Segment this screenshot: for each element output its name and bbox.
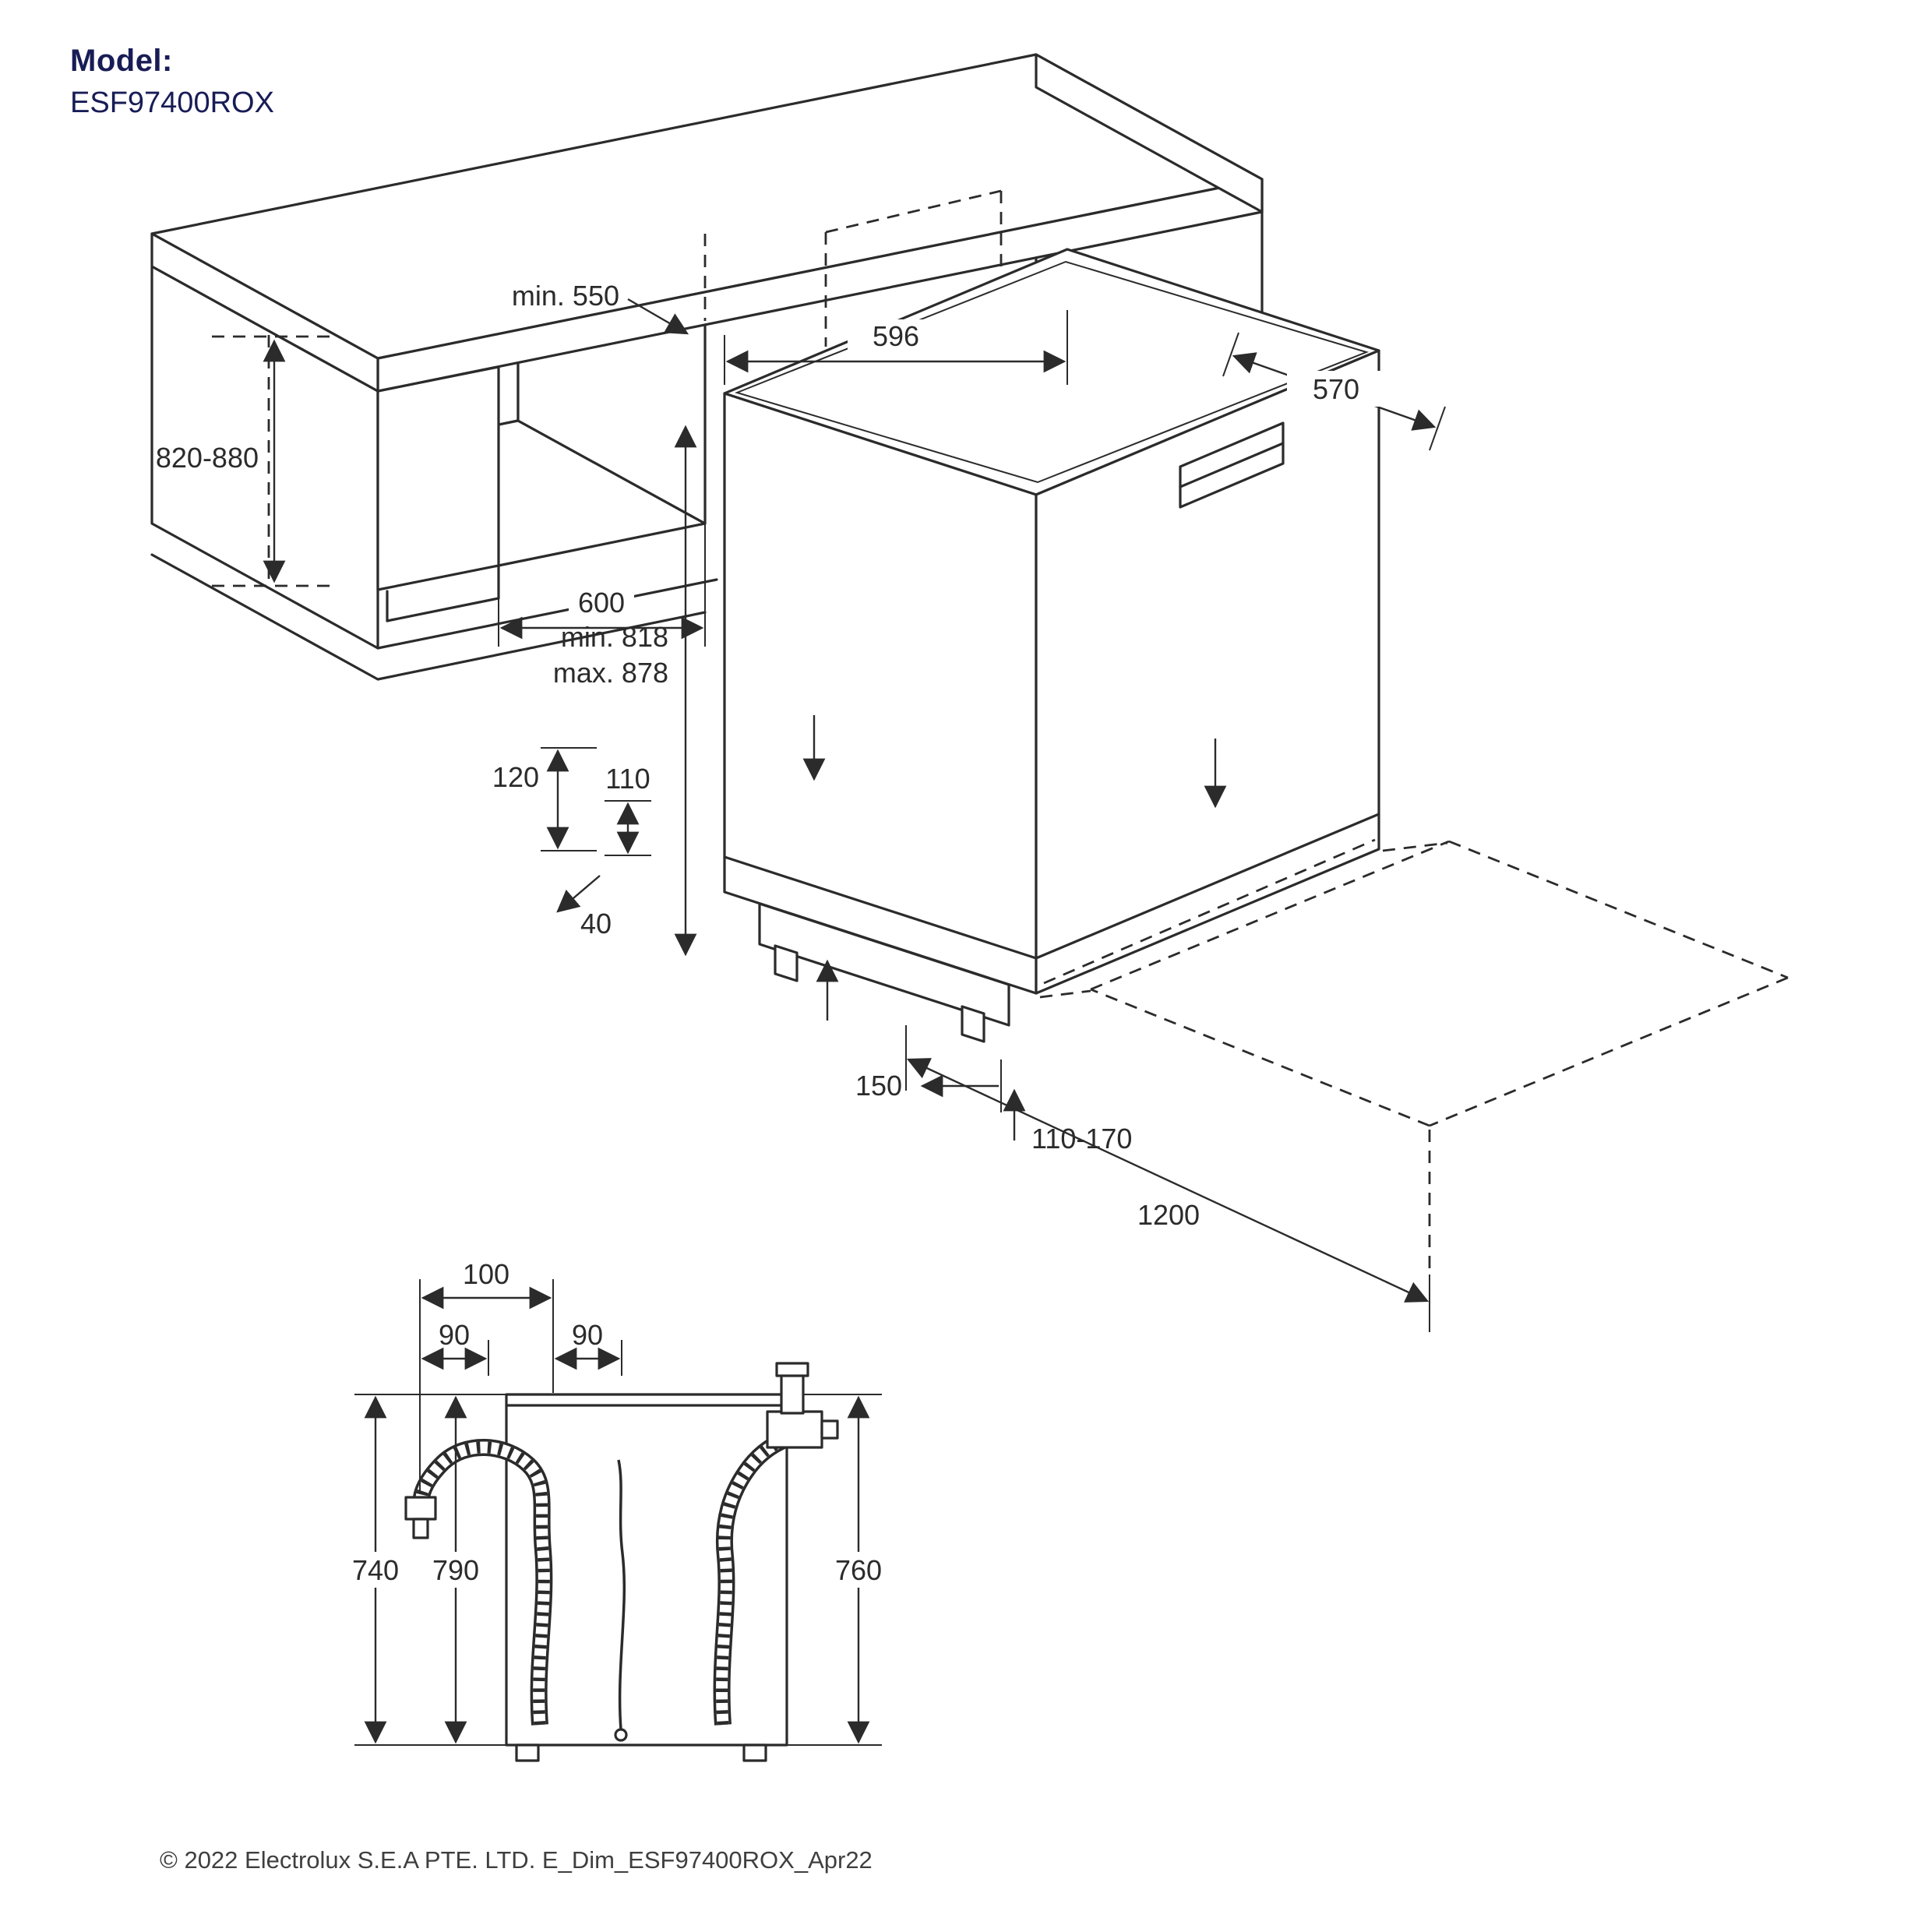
rear-view-diagram: 740 790 760 100 <box>338 1258 896 1762</box>
dishwasher-dimensions: 596 570 min. 818 max. 878 120 11 <box>492 310 1446 1303</box>
door-clearance-label: 1200 <box>1137 1199 1200 1231</box>
power-cord-label: 790 <box>432 1554 479 1586</box>
footer-copyright: © 2022 Electrolux S.E.A PTE. LTD. E_Dim_… <box>160 1846 873 1874</box>
drain-hose-body <box>415 1441 550 1726</box>
power-cord-plug <box>614 1728 628 1742</box>
dim-niche-width: 600 <box>498 502 706 647</box>
label-bg <box>1287 371 1385 407</box>
dim-width: 596 <box>724 310 1068 385</box>
dim-tick-right <box>1429 406 1446 451</box>
counter-dimensions: 820-880 min. 550 600 <box>156 280 706 647</box>
power-cord-line <box>617 1459 626 1730</box>
header: Model: ESF97400ROX <box>70 44 274 120</box>
floor-area-edge <box>1090 988 1430 1127</box>
dim-hose-90-left: 90 <box>419 1319 489 1376</box>
dim-tick-left <box>1222 332 1239 377</box>
machine-rear-panel <box>505 1393 788 1747</box>
hose-100-label: 100 <box>463 1258 509 1290</box>
power-cord <box>614 1459 628 1742</box>
depth-label: 570 <box>1313 373 1359 405</box>
dim-counter-height: 820-880 <box>156 335 337 587</box>
label-bg <box>418 1552 493 1588</box>
plinth-120-label: 120 <box>492 761 539 793</box>
dim-niche-depth: min. 550 <box>512 280 689 335</box>
dim-drain-hose: 740 <box>338 1395 413 1744</box>
hidden-niche-top-edge <box>825 189 1002 234</box>
recess-150-label: 150 <box>855 1070 902 1102</box>
dim-recess-150: 150 <box>855 1059 1002 1112</box>
inlet-hose-body <box>716 1433 789 1726</box>
inlet-valve-outlet <box>820 1419 839 1440</box>
dishwasher <box>723 248 1448 1043</box>
dim-arrow <box>556 875 601 913</box>
label-bg <box>821 1552 896 1588</box>
model-label: Model: <box>70 44 173 78</box>
width-label: 596 <box>873 320 919 352</box>
inlet-valve-cap <box>775 1362 809 1377</box>
floor-connector-far <box>1382 841 1448 852</box>
dim-arrow <box>627 298 689 335</box>
door-bottom-edge <box>723 855 1038 960</box>
dim-depth: 570 <box>1222 332 1446 451</box>
inlet-hose-label: 760 <box>835 1554 882 1586</box>
dim-plinth-40: 40 <box>556 875 612 940</box>
floor-front-edge <box>376 578 718 650</box>
height-max-label: max. 878 <box>553 657 668 689</box>
model-number: ESF97400ROX <box>70 86 274 119</box>
dim-plinth-110: 110 <box>605 763 651 856</box>
inlet-valve-pipe <box>780 1373 805 1415</box>
inlet-valve-body <box>766 1410 823 1449</box>
height-min-label: min. 818 <box>561 621 668 653</box>
plinth-line <box>386 597 500 622</box>
cupboard-front <box>376 365 500 591</box>
drain-hose-spout <box>412 1518 429 1539</box>
dim-power-cord: 790 <box>418 1395 493 1744</box>
niche-width-label: 600 <box>578 587 625 619</box>
label-bg <box>338 1552 413 1588</box>
dim-plinth-120: 120 <box>492 747 597 851</box>
worktop-left-end <box>150 232 379 393</box>
floor-connector-near <box>1039 989 1091 999</box>
dim-hose-90-right: 90 <box>552 1319 622 1376</box>
label-bg <box>848 319 944 352</box>
dishwasher-top-rim <box>734 260 1370 484</box>
plinth-panel <box>758 902 1010 1027</box>
hose-90-left-label: 90 <box>439 1319 470 1351</box>
plinth-110-label: 110 <box>605 763 650 795</box>
counter-height-label: 820-880 <box>156 442 259 474</box>
drain-hose-fitting <box>404 1496 437 1521</box>
drain-hose-label: 740 <box>352 1554 399 1586</box>
hidden-base-edge <box>1043 838 1376 985</box>
dishwasher-front-face <box>723 392 1038 995</box>
niche-depth-label: min. 550 <box>512 280 619 312</box>
drain-hose <box>404 1439 553 1726</box>
dim-inlet-hose: 760 <box>821 1395 896 1744</box>
floor-area-edge <box>1429 976 1789 1127</box>
dim-feet-range: 110-170 <box>1003 1088 1132 1155</box>
floor-area-edge <box>1090 840 1450 991</box>
door-clearance-floor-area <box>1090 840 1789 1332</box>
hose-90-right-label: 90 <box>572 1319 603 1351</box>
adjustable-foot-right <box>961 1005 985 1043</box>
plinth-40-label: 40 <box>580 908 612 940</box>
door-handle-inner-line <box>1179 442 1285 488</box>
rear-foot-left <box>515 1743 540 1762</box>
side-plinth-edge <box>1035 813 1380 960</box>
label-bg <box>569 586 634 619</box>
dim-height: min. 818 max. 878 <box>553 425 697 957</box>
floor-area-edge <box>1448 840 1789 979</box>
feet-range-label: 110-170 <box>1031 1123 1132 1155</box>
dim-arrow <box>906 1058 1430 1303</box>
adjustable-foot-left <box>774 944 799 982</box>
rear-foot-right <box>742 1743 767 1762</box>
inlet-hose <box>713 1362 839 1726</box>
dim-door-clearance: 1200 <box>905 1025 1430 1303</box>
worktop-right-end <box>1035 53 1264 213</box>
